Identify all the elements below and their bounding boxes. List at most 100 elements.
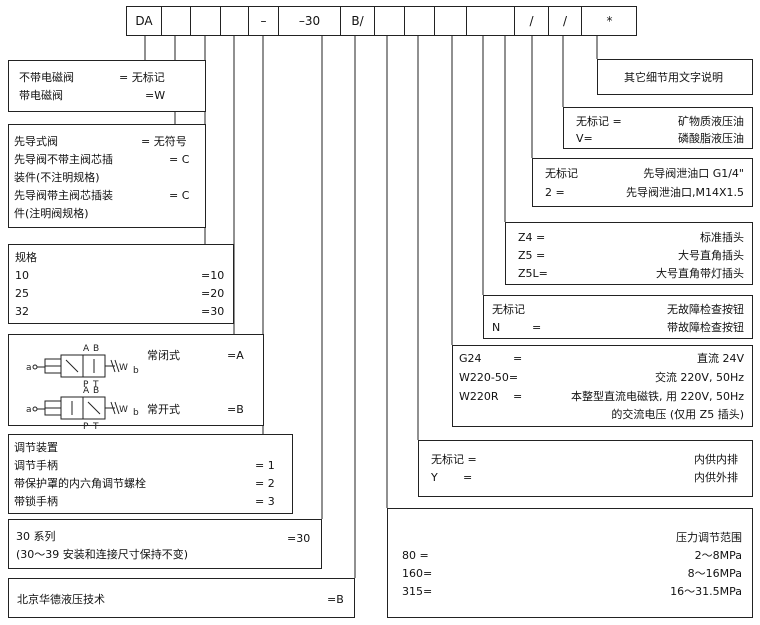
plug-row1-code: Z4 = (518, 231, 546, 244)
code-cell-9 (434, 6, 466, 36)
size-row1-label: 10 (15, 269, 29, 282)
pressure-row3-code: 315= (402, 585, 433, 598)
size-row2-label: 25 (15, 287, 29, 300)
drain-row2-code: 2 = (545, 186, 565, 199)
code-cell-1 (161, 6, 190, 36)
pilot-row3-label-b: 件(注明阀规格) (14, 207, 89, 220)
other-label: 其它细节用文字说明 (624, 71, 723, 84)
pilot-row3-code: = C (169, 189, 190, 202)
valve-symbol-normally-open: a A B P T W b (26, 386, 139, 432)
magnet-row1-code: = 无标记 (119, 71, 165, 84)
supply-row2-code: Y (431, 471, 438, 484)
sym2-A: A (83, 386, 90, 396)
supply-row1-label: 内供内排 (694, 453, 738, 466)
function-row2-code: =B (227, 403, 244, 416)
code-cell-13: * (581, 6, 637, 36)
sym1-a: a (26, 363, 32, 373)
sym2-P: P (83, 422, 89, 432)
pilot-row2-label-b: 装件(不注明规格) (14, 171, 100, 184)
box-pilot: 先导式阀 = 无符号 先导阀不带主阀芯插 = C 装件(不注明规格) 先导阀带主… (8, 124, 206, 228)
plug-row1-label: 标准插头 (700, 231, 744, 244)
adjust-row1-label: 调节手柄 (14, 459, 58, 472)
pilot-row2-label-a: 先导阀不带主阀芯插 (14, 153, 113, 166)
sym1-A: A (83, 344, 90, 354)
function-row1-code: =A (227, 349, 244, 362)
code-cell-4: – (248, 6, 278, 36)
code-cell-11: / (514, 6, 548, 36)
voltage-row2-code: W220-50= (459, 371, 519, 384)
fluid-row1-label: 矿物质液压油 (678, 115, 744, 128)
box-button: 无标记 无故障检查按钮 N = 带故障检查按钮 (483, 295, 753, 339)
supply-row2-eq: = (463, 471, 473, 484)
drain-row1-label: 先导阀泄油口 G1/4" (643, 167, 744, 180)
supply-row2-label: 内供外排 (694, 471, 738, 484)
plug-row3-label: 大号直角带灯插头 (656, 267, 744, 280)
magnet-row2-label: 带电磁阀 (19, 89, 63, 102)
box-maker: 北京华德液压技术 =B (8, 578, 355, 618)
size-row2-code: =20 (201, 287, 225, 300)
code-cell-8 (404, 6, 434, 36)
voltage-row1-eq: = (513, 352, 523, 365)
sym2-B: B (93, 386, 99, 396)
sym1-T: T (92, 380, 99, 390)
sym2-b: b (133, 408, 139, 418)
sym1-P: P (83, 380, 89, 390)
pressure-row2-label: 8～16MPa (687, 567, 742, 580)
plug-row3-code: Z5L= (518, 267, 548, 280)
series-line2: (30～39 安装和连接尺寸保持不变) (16, 548, 189, 561)
valve-symbol-normally-closed: a A B P T W b (26, 344, 139, 390)
size-row3-label: 32 (15, 305, 29, 318)
button-row1-label: 无故障检查按钮 (667, 303, 744, 316)
fluid-row1-code: 无标记 = (576, 115, 622, 128)
pilot-row2-code: = C (169, 153, 190, 166)
voltage-row3-label: 本整型直流电磁铁, 用 220V, 50Hz (570, 390, 744, 403)
box-plug: Z4 = 标准插头 Z5 = 大号直角插头 Z5L= 大号直角带灯插头 (505, 222, 753, 285)
sym1-B: B (93, 344, 99, 354)
drain-row1-code: 无标记 (545, 167, 578, 180)
code-cell-12: / (548, 6, 581, 36)
box-adjust: 调节装置 调节手柄 = 1 带保护罩的内六角调节螺栓 = 2 带锁手柄 = 3 (8, 434, 293, 514)
code-cell-3 (220, 6, 248, 36)
box-size: 规格 10 =10 25 =20 32 =30 (8, 244, 234, 324)
code-cell-0: DA (126, 6, 161, 36)
maker-label: 北京华德液压技术 (17, 593, 105, 606)
pressure-row2-code: 160= (402, 567, 433, 580)
sym2-T: T (92, 422, 99, 432)
function-row2-label: 常开式 (147, 403, 180, 416)
button-row2-label: 带故障检查按钮 (667, 321, 744, 334)
supply-row1-code: 无标记 = (431, 453, 477, 466)
pressure-row1-code: 80 = (402, 549, 429, 562)
sym1-W: W (119, 363, 128, 373)
box-magnet: 不带电磁阀 = 无标记 带电磁阀 =W (8, 60, 206, 112)
code-cell-5: –30 (278, 6, 340, 36)
box-other: 其它细节用文字说明 (597, 59, 753, 95)
adjust-row3-label: 带锁手柄 (14, 495, 58, 508)
magnet-row2-code: =W (145, 89, 166, 102)
sym1-b: b (133, 366, 139, 376)
button-row2-eq: = (532, 321, 542, 334)
size-title: 规格 (15, 251, 37, 264)
series-line1: 30 系列 (16, 530, 56, 543)
button-row2-code: N (492, 321, 501, 334)
voltage-row1-code: G24 (459, 352, 482, 365)
size-row1-code: =10 (201, 269, 225, 282)
maker-code: =B (327, 593, 344, 606)
pilot-row1-label: 先导式阀 (14, 135, 58, 148)
pressure-row1-label: 2～8MPa (694, 549, 742, 562)
adjust-row1-code: = 1 (255, 459, 275, 472)
voltage-row3-eq: = (513, 390, 523, 403)
adjust-row2-code: = 2 (255, 477, 275, 490)
plug-row2-code: Z5 = (518, 249, 546, 262)
adjust-row3-code: = 3 (255, 495, 275, 508)
voltage-row4-label: 的交流电压 (仅用 Z5 插头) (611, 408, 744, 421)
code-cell-7 (374, 6, 404, 36)
pilot-row1-code: = 无符号 (141, 135, 187, 148)
magnet-row1-label: 不带电磁阀 (19, 71, 74, 84)
sym2-a: a (26, 405, 32, 415)
adjust-title: 调节装置 (14, 441, 58, 454)
box-series: 30 系列 =30 (30～39 安装和连接尺寸保持不变) (8, 519, 322, 569)
plug-row2-label: 大号直角插头 (678, 249, 744, 262)
voltage-row1-label: 直流 24V (696, 352, 744, 365)
series-line1-code: =30 (287, 532, 311, 545)
